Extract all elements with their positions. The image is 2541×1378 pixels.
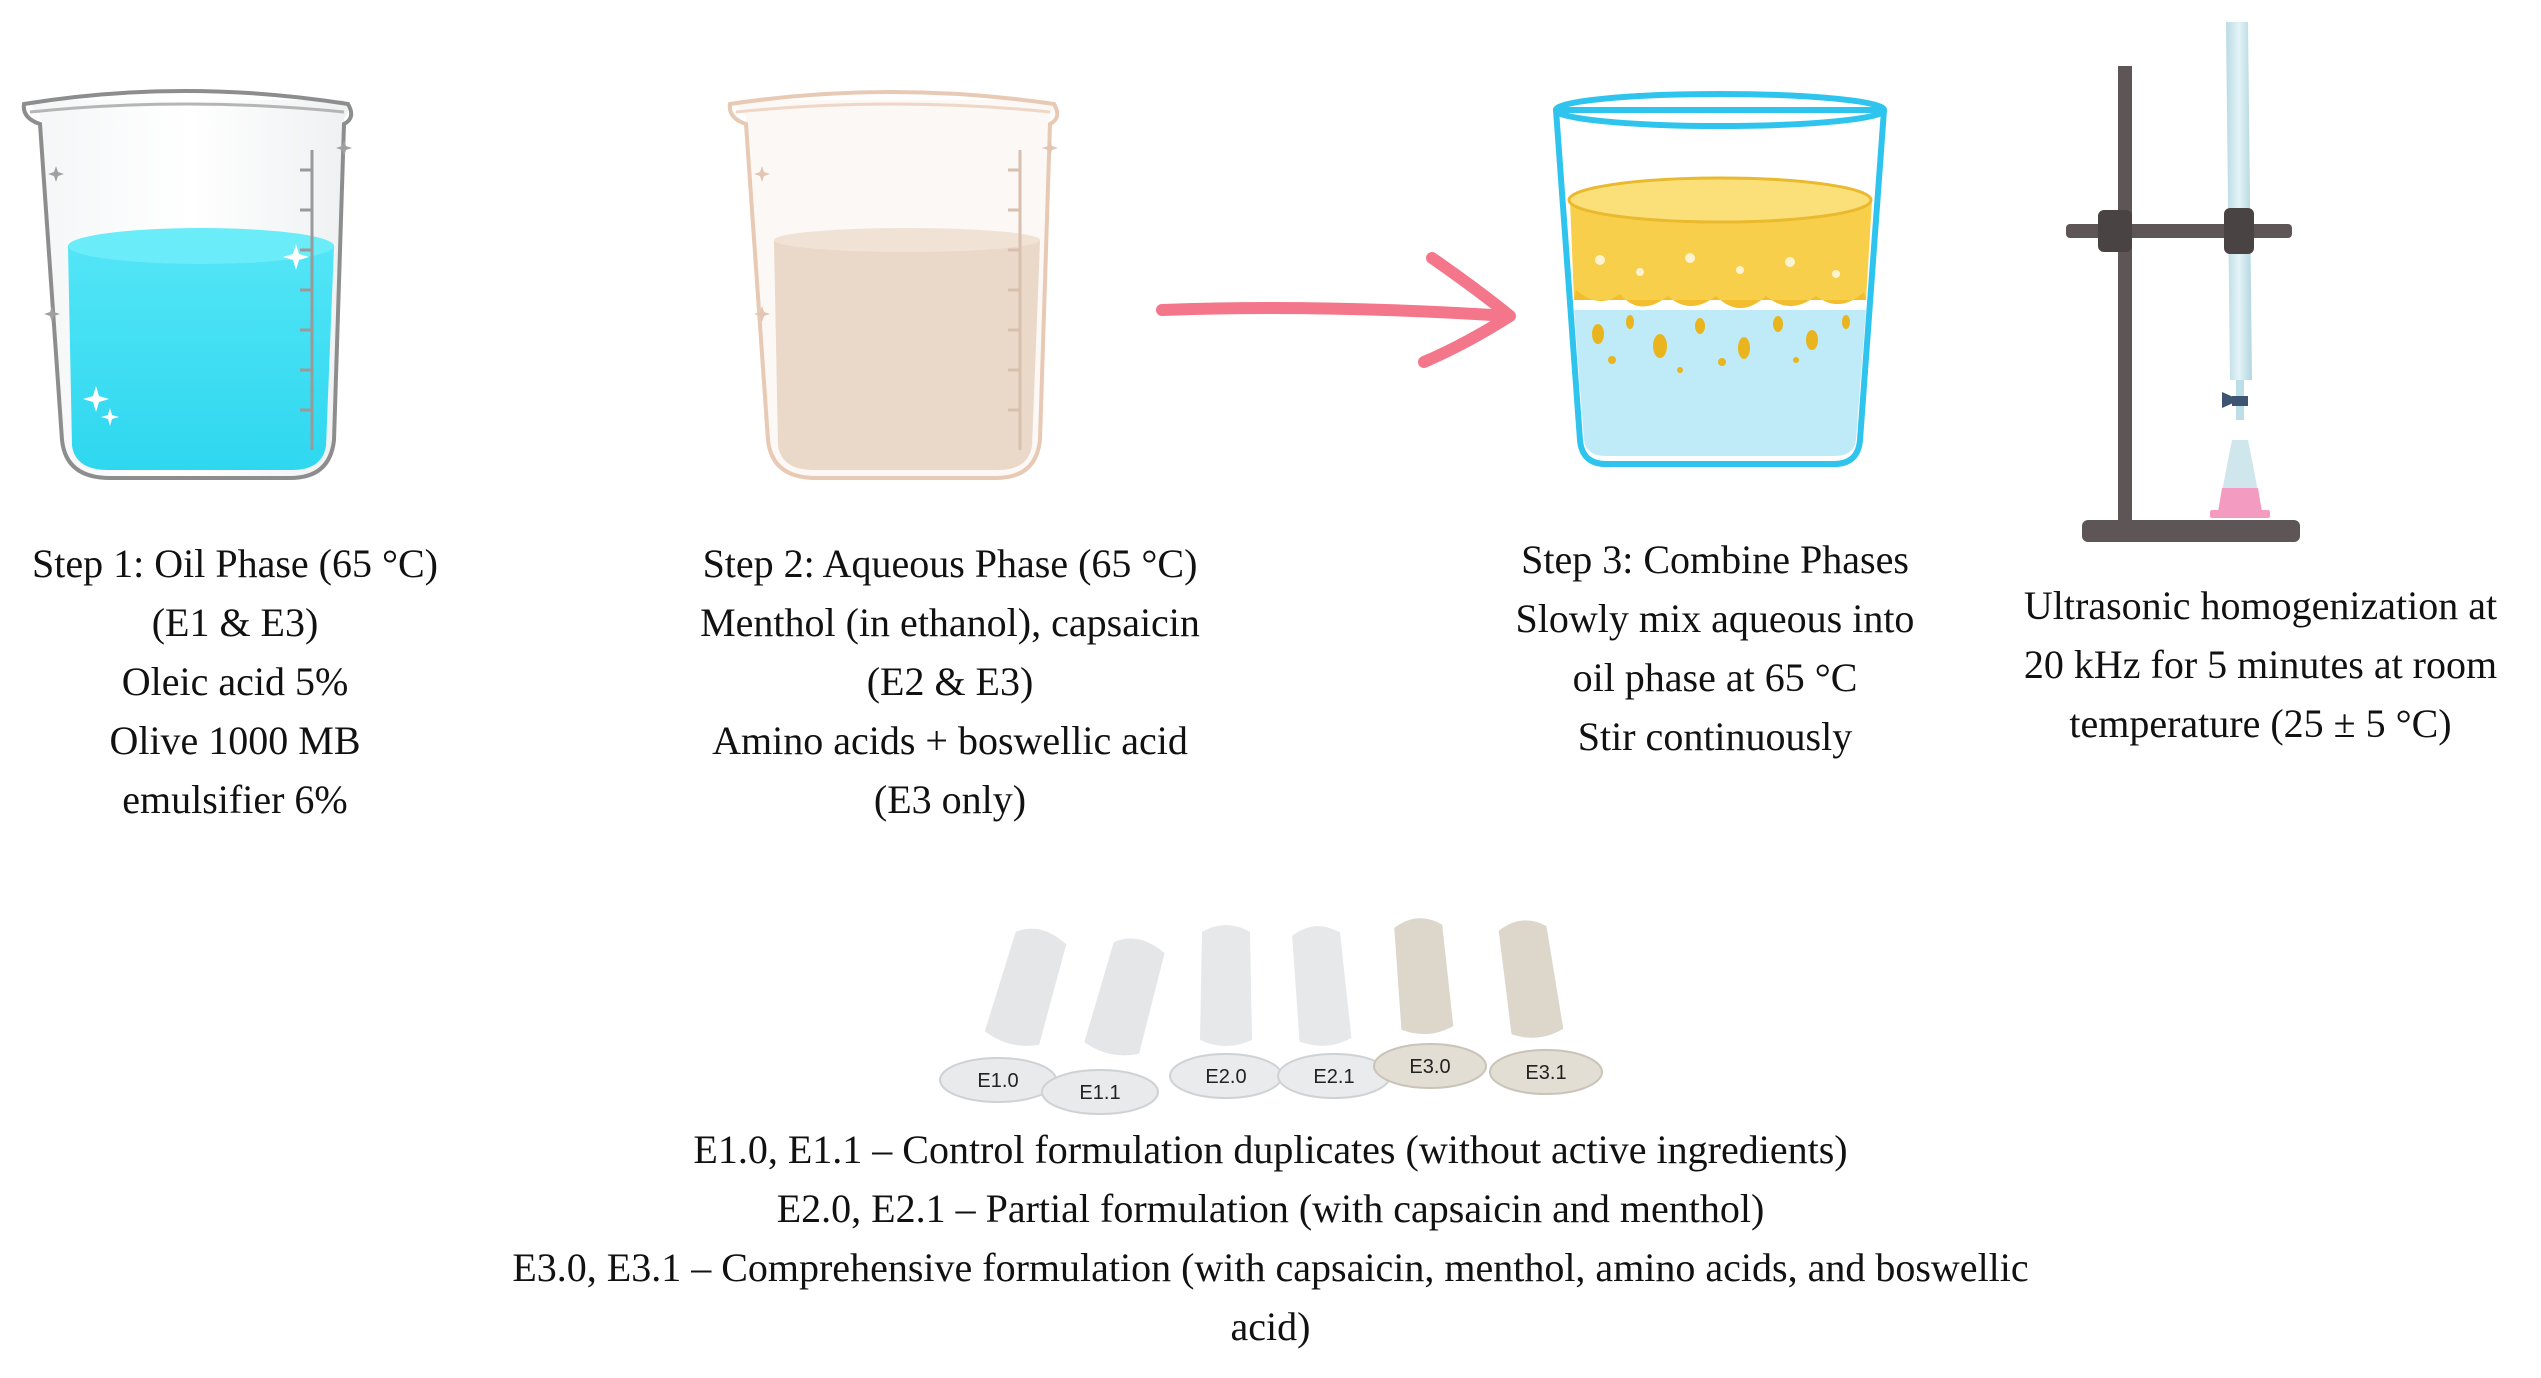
step-2-line: (E3 only) [873,777,1027,822]
step-3-line: Slowly mix aqueous into [1515,596,1915,641]
step-2-line: Step 2: Aqueous Phase (65 °C) [702,541,1198,586]
step-1-line: Step 1: Oil Phase (65 °C) [32,541,438,586]
tube-label-e1-1: E1.1 [1079,1082,1120,1104]
step-1-line: Oleic acid 5% [121,659,349,704]
tube-label-e3-0: E3.0 [1409,1056,1450,1078]
legend-line-e3-continued: acid) [1230,1304,1311,1349]
step-3-line: Step 3: Combine Phases [1521,537,1909,582]
step-1-line: Olive 1000 MB [109,718,361,763]
step-2-line: (E2 & E3) [866,659,1034,704]
sample-tube-icon: E2.1 [1277,926,1391,1099]
arrow-right-icon [1156,252,1516,368]
step-1-line: emulsifier 6% [122,777,348,822]
tube-label-e1-0: E1.0 [977,1070,1018,1092]
step-3-line: oil phase at 65 °C [1572,655,1858,700]
aqueous-beaker-icon [727,90,1060,480]
ultrasonic-line: temperature (25 ± 5 °C) [2069,701,2452,746]
tube-label-e2-1: E2.1 [1313,1066,1354,1088]
legend-line-e1: E1.0, E1.1 – Control formulation duplica… [693,1127,1848,1172]
mixing-beaker-icon [1553,91,1887,467]
sample-tube-icon: E3.1 [1489,920,1603,1095]
sample-tubes: E1.0 E1.1 E2.0 E2.1 E3.0 [939,918,1603,1115]
step-3-line: Stir continuously [1577,714,1853,759]
oil-beaker-icon [21,89,354,480]
sample-tube-icon: E3.0 [1373,918,1487,1089]
step-2-line: Amino acids + boswellic acid [712,718,1188,763]
step-1-caption: Step 1: Oil Phase (65 °C) (E1 & E3) Olei… [0,534,470,829]
ultrasonic-caption: Ultrasonic homogenization at 20 kHz for … [1980,576,2541,753]
step-2-caption: Step 2: Aqueous Phase (65 °C) Menthol (i… [640,534,1260,829]
sample-tube-icon: E1.0 [939,928,1067,1103]
ultrasonic-line: 20 kHz for 5 minutes at room [2023,642,2498,687]
ultrasonic-line: Ultrasonic homogenization at [2023,583,2498,628]
tube-label-e3-1: E3.1 [1525,1062,1566,1084]
step-3-caption: Step 3: Combine Phases Slowly mix aqueou… [1470,530,1960,766]
tube-label-e2-0: E2.0 [1205,1066,1246,1088]
sample-tube-icon: E2.0 [1169,925,1283,1099]
ultrasonic-stand-icon [2066,22,2300,542]
legend-line-e2: E2.0, E2.1 – Partial formulation (with c… [776,1186,1765,1231]
legend-line-e3: E3.0, E3.1 – Comprehensive formulation (… [512,1245,2029,1290]
step-2-line: Menthol (in ethanol), capsaicin [700,600,1200,645]
formulation-legend: E1.0, E1.1 – Control formulation duplica… [0,1120,2541,1356]
sample-tube-icon: E1.1 [1041,938,1165,1115]
step-1-line: (E1 & E3) [151,600,319,645]
